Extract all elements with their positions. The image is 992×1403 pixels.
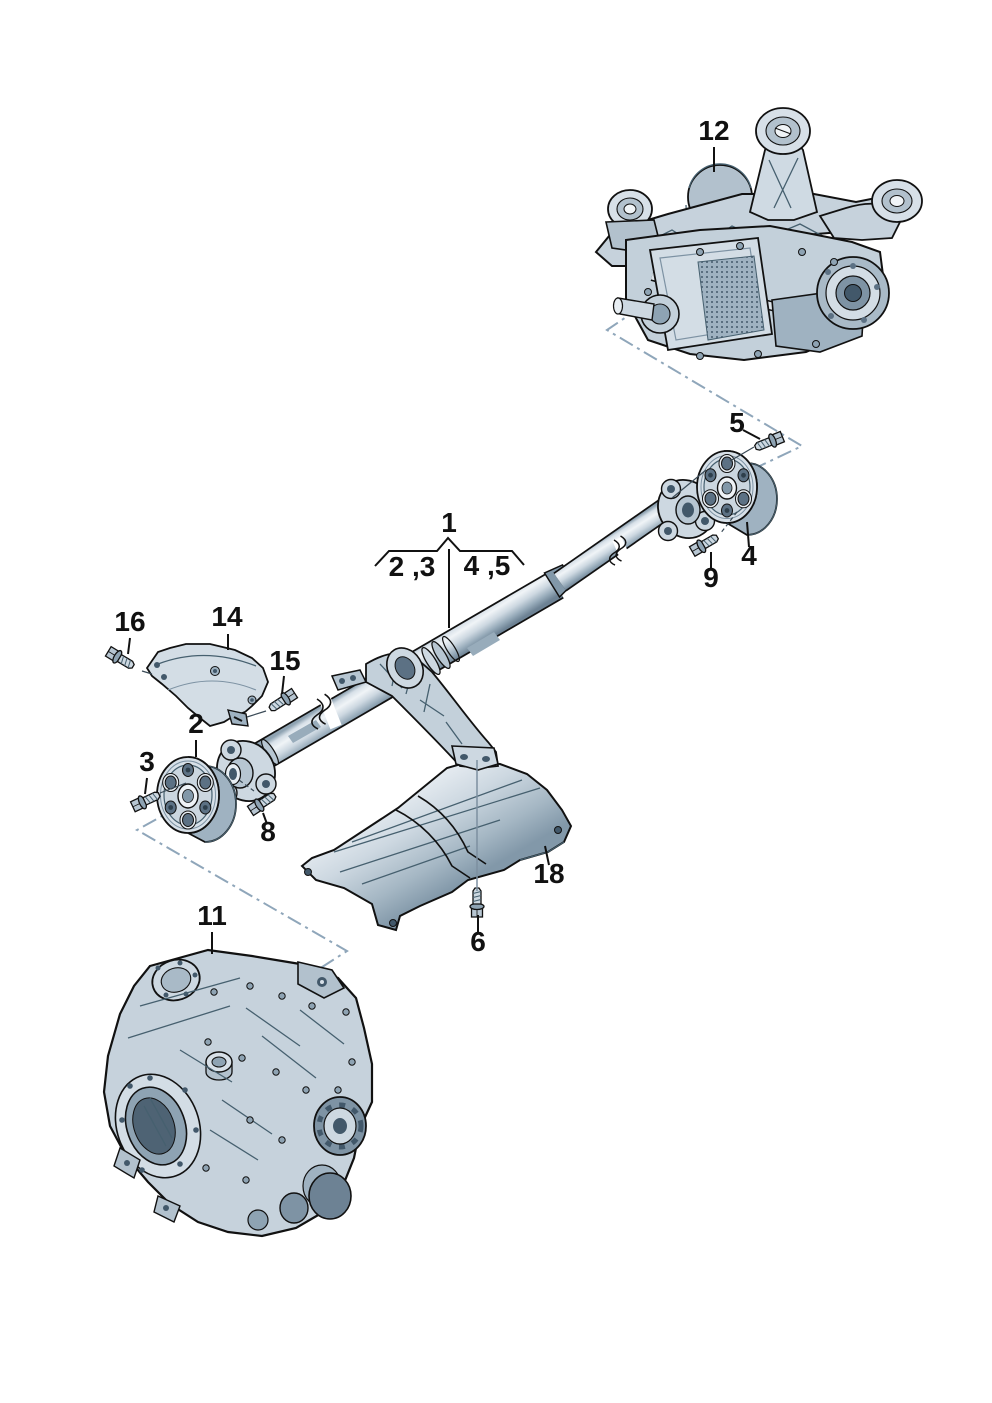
clutch-housing-opening	[114, 1073, 202, 1179]
callout-9-label[interactable]: 9	[703, 562, 719, 593]
callout-2-3-label[interactable]: 2 ,3	[389, 551, 436, 582]
bolt-6	[469, 887, 485, 918]
callout-11-label[interactable]: 11	[197, 900, 227, 931]
callout-16[interactable]: 16	[114, 606, 146, 655]
center-bearing-ring	[385, 647, 425, 689]
callout-18[interactable]: 18	[533, 845, 565, 889]
rear-final-drive-unit	[594, 107, 923, 362]
filler-plug	[205, 1051, 233, 1081]
callout-6-label[interactable]: 6	[470, 926, 486, 957]
gearbox-bosses	[202, 982, 356, 1184]
callout-3[interactable]: 3	[139, 746, 155, 795]
flex-disc-rear-holes	[704, 456, 750, 518]
callout-4-label[interactable]: 4	[741, 540, 757, 571]
bushing-mount-right	[871, 179, 923, 223]
callout-3-label[interactable]: 3	[139, 746, 155, 777]
callout-2[interactable]: 2	[188, 708, 204, 757]
input-flange	[151, 958, 201, 1002]
input-shaft-stub	[612, 297, 655, 321]
callout-4-5-label[interactable]: 4 ,5	[464, 550, 511, 581]
callout-4[interactable]: 4	[741, 521, 757, 571]
callout-1-label[interactable]: 1	[441, 507, 457, 538]
callout-8-label[interactable]: 8	[260, 816, 276, 847]
callout-15-label[interactable]: 15	[269, 645, 300, 676]
callout-5[interactable]: 5	[729, 407, 761, 440]
fastener-bosses	[644, 242, 838, 360]
part-leader-lines	[141, 446, 755, 891]
callout-9[interactable]: 9	[703, 552, 719, 593]
callout-8[interactable]: 8	[260, 812, 276, 847]
callout-12[interactable]: 12	[698, 115, 730, 172]
callout-16-label[interactable]: 16	[114, 606, 145, 637]
output-flange	[816, 256, 890, 330]
callout-5-label[interactable]: 5	[729, 407, 745, 438]
callout-2-label[interactable]: 2	[188, 708, 204, 739]
diff-ring-face	[313, 1096, 367, 1156]
callout-15[interactable]: 15	[269, 645, 301, 695]
bolt-16	[104, 644, 138, 673]
callouts: 1 2 ,3 4 ,5 2 3 4 5 6 8	[114, 115, 761, 957]
bolt-5	[752, 429, 786, 455]
callout-6[interactable]: 6	[470, 915, 486, 957]
callout-12-label[interactable]: 12	[698, 115, 729, 146]
heat-shield-bracket	[145, 643, 269, 727]
callout-14-label[interactable]: 14	[211, 601, 243, 632]
callout-1[interactable]: 1	[374, 507, 525, 628]
flex-disc-front-holes	[164, 763, 212, 827]
housing-cylinders	[247, 1164, 352, 1231]
callout-18-label[interactable]: 18	[533, 858, 564, 889]
heat-shield-lower	[300, 760, 573, 932]
callout-14[interactable]: 14	[211, 601, 243, 650]
callout-2-3[interactable]: 2 ,3	[389, 551, 436, 582]
gearbox-unit	[102, 948, 374, 1238]
flex-disc-front	[156, 756, 237, 843]
callout-11[interactable]: 11	[197, 900, 227, 954]
final-drive-cover	[648, 237, 774, 352]
bushing-mount-top	[755, 107, 811, 155]
bracket-clamp-tab	[227, 709, 249, 727]
callout-4-5[interactable]: 4 ,5	[464, 550, 511, 581]
mount-bracket-ear	[297, 960, 346, 999]
propeller-shaft	[216, 478, 716, 804]
flex-disc-rear	[696, 450, 778, 536]
